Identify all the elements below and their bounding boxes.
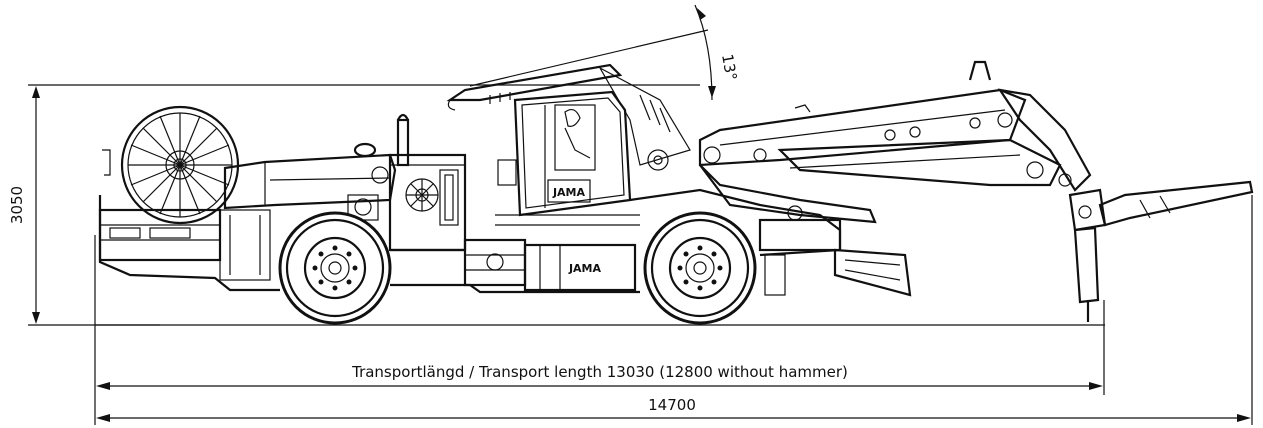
transport-length-arrow-right xyxy=(1089,382,1103,390)
hammer-boom xyxy=(698,60,1092,224)
boom-angle-ray xyxy=(469,29,709,87)
boom-angle-arc xyxy=(694,4,713,101)
chassis-logo: JAMA xyxy=(568,262,602,275)
boom-angle-indicator: 13° xyxy=(469,4,740,101)
cable-reel xyxy=(120,105,240,225)
total-length-label: 14700 xyxy=(648,396,696,414)
total-length-dimension: 14700 xyxy=(96,195,1253,425)
transport-length-arrow-left xyxy=(96,382,110,390)
total-length-arrow-right xyxy=(1237,414,1251,422)
hydraulic-hammer xyxy=(1068,180,1254,322)
boom-angle-arrow-bottom xyxy=(708,86,716,98)
engine-cover xyxy=(223,113,410,210)
machine-outline: JAMA xyxy=(95,60,1254,326)
height-dimension: 3050 xyxy=(8,84,700,326)
height-arrow-bottom xyxy=(32,312,40,324)
rear-frame xyxy=(98,149,280,292)
center-section xyxy=(390,238,640,294)
total-length-arrow-left xyxy=(96,414,110,422)
boom-angle-arrow-top xyxy=(697,8,706,20)
transport-length-dimension: Transportlängd / Transport length 13030 … xyxy=(94,235,1105,425)
height-arrow-top xyxy=(32,86,40,98)
transport-length-label: Transportlängd / Transport length 13030 … xyxy=(351,363,848,381)
cab-logo: JAMA xyxy=(552,186,586,199)
rear-wheel xyxy=(278,211,392,325)
operator-cab: JAMA xyxy=(495,90,640,226)
boom-angle-label: 13° xyxy=(718,53,740,82)
front-chassis: JAMA xyxy=(568,188,912,297)
cab-canopy-arm xyxy=(446,63,691,171)
height-label: 3050 xyxy=(8,186,26,224)
front-wheel xyxy=(643,211,757,325)
